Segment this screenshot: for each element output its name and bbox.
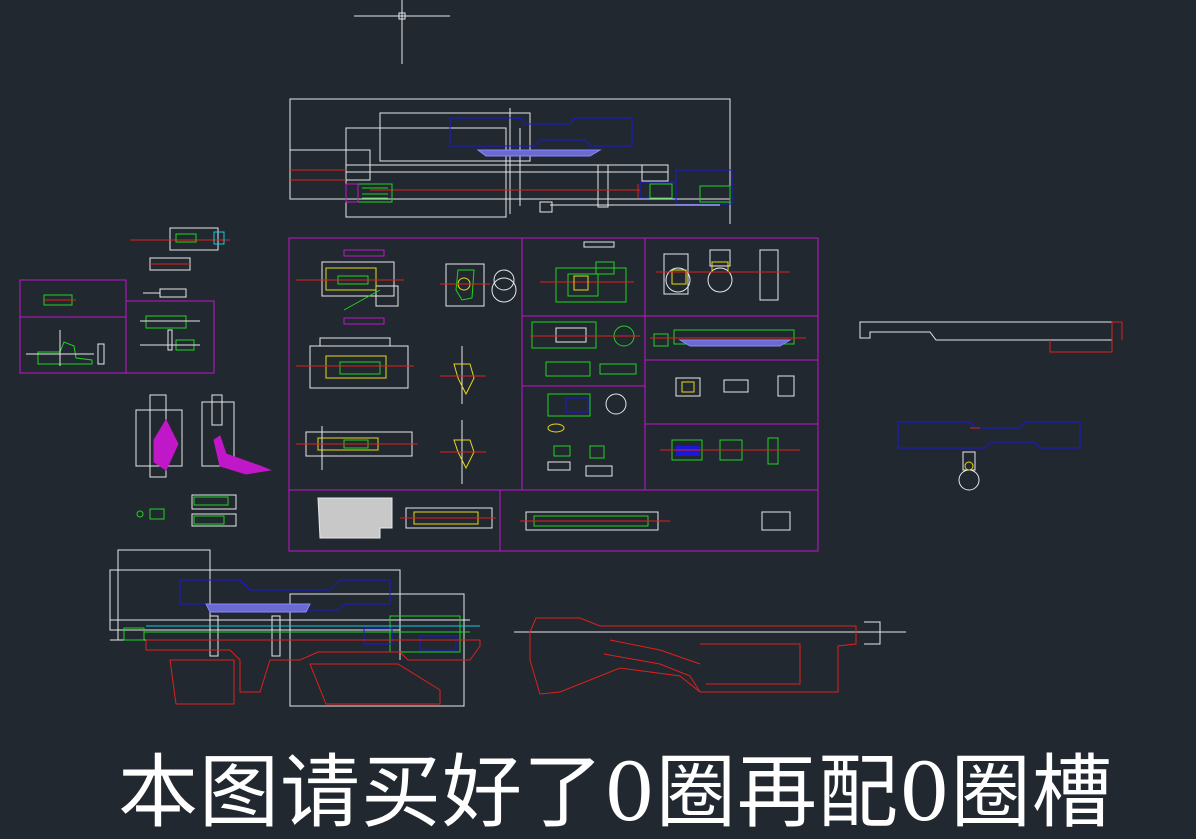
right-handguard-part <box>897 421 1081 491</box>
bolt-section-drawings <box>296 249 418 470</box>
trigger-part-detail <box>130 227 230 298</box>
bottom-assembly-view <box>109 549 481 707</box>
fitting-parts-drawings <box>675 375 795 397</box>
sear-parts-detail <box>135 394 272 527</box>
charging-handle-drawings <box>530 321 640 377</box>
parts-layout-sheet <box>288 237 819 552</box>
left-detail-panel <box>19 279 215 374</box>
stock-profile-view <box>514 617 906 695</box>
top-assembly-view <box>289 98 733 224</box>
right-rail-part <box>859 321 1123 353</box>
barrel-part-drawing <box>650 329 806 347</box>
stock-insert-drawings <box>317 497 791 539</box>
bolt-catch-drawing <box>656 249 790 301</box>
caption-banner: 本图请买好了0圈再配0圈槽 <box>118 746 1113 839</box>
receiver-block-drawing <box>540 241 634 303</box>
link-part-drawings <box>440 263 517 484</box>
hammer-assembly-drawings <box>660 437 800 465</box>
crosshair-cursor <box>354 0 450 64</box>
spring-guide-drawings <box>547 393 627 477</box>
